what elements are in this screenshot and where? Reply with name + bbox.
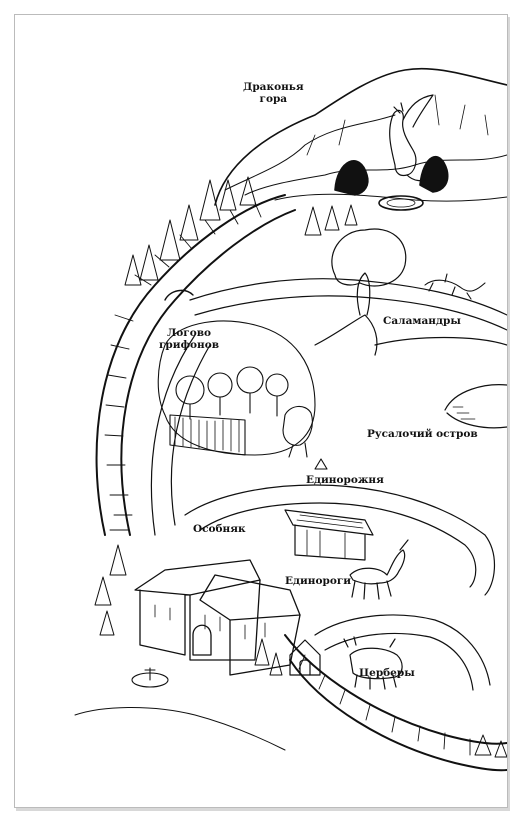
castle-wall: [95, 194, 507, 772]
label-dragon-mountain: Драконья гора: [243, 81, 304, 105]
dragon-mountain: [214, 67, 507, 211]
label-cerberuses: Церберы: [359, 667, 415, 679]
tree: [314, 228, 407, 356]
label-griffin-lair: Логово грифонов: [159, 327, 220, 351]
map-page: Драконья гора Саламандры Логово грифонов…: [14, 14, 508, 808]
unicorn-stable: [284, 509, 374, 561]
label-salamanders: Саламандры: [383, 315, 461, 327]
lake: [374, 336, 507, 429]
salamander-icon: [424, 273, 486, 300]
griffin-icon: [282, 405, 313, 458]
map-illustration: [74, 67, 507, 772]
cerberus-icon: [343, 636, 403, 690]
label-unicorns: Единороги: [285, 575, 352, 587]
paths: [150, 278, 507, 691]
mansion: [134, 559, 301, 676]
fountain: [131, 667, 169, 688]
label-mansion: Особняк: [193, 523, 246, 535]
dragon-icon: [389, 94, 434, 182]
label-unicorn-stable: Единорожня: [306, 474, 384, 486]
griffin-enclosure: [157, 320, 316, 456]
forest-trees: [124, 176, 358, 286]
dog-house: [289, 639, 321, 676]
garden-trees: [74, 544, 507, 758]
label-mermaid-island: Русалочий остров: [367, 428, 478, 440]
unicorn-icon: [349, 539, 409, 600]
path-marker: [314, 458, 328, 470]
